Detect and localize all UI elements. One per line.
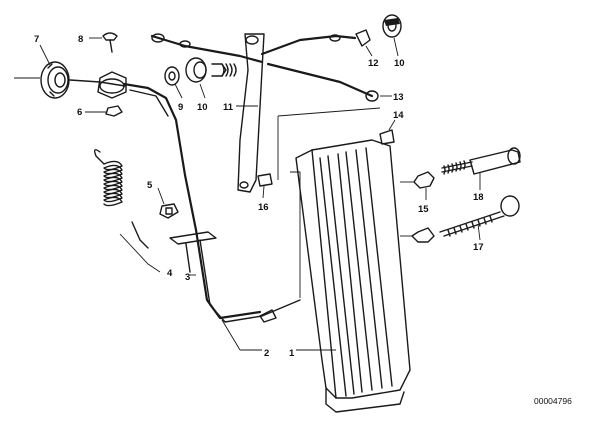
part-16-nut — [257, 173, 273, 199]
part-7-pulley — [14, 44, 70, 99]
part-4-spring — [93, 149, 161, 273]
part-17-screw — [400, 195, 520, 243]
upper-linkage-rods — [150, 33, 379, 102]
callout-14: 14 — [393, 110, 404, 121]
callout-10-middle: 10 — [197, 102, 208, 113]
part-6-nut — [85, 105, 123, 117]
callout-4: 4 — [167, 268, 173, 279]
callout-1: 1 — [289, 348, 295, 359]
callout-13: 13 — [393, 92, 404, 103]
callout-16: 16 — [258, 202, 269, 213]
callout-6: 6 — [77, 107, 82, 118]
part-14-clip — [379, 119, 396, 145]
callout-3: 3 — [185, 272, 190, 283]
callout-2: 2 — [264, 348, 269, 359]
callout-12: 12 — [368, 58, 379, 69]
part-1-pedal — [295, 139, 411, 413]
callout-10-right: 10 — [394, 58, 405, 69]
callout-8: 8 — [78, 34, 83, 45]
part-10-grommet-right — [382, 14, 402, 57]
part-18-stop — [441, 147, 521, 190]
callout-5: 5 — [147, 180, 153, 191]
callout-15: 15 — [418, 204, 429, 215]
callout-17: 17 — [473, 242, 484, 253]
part-8-clip — [89, 32, 118, 53]
callout-18: 18 — [473, 192, 484, 203]
callout-7: 7 — [34, 34, 39, 45]
part-11-lever — [236, 33, 265, 193]
part-12-clip — [355, 29, 373, 57]
part-15-nut — [400, 171, 435, 200]
part-9-washer — [164, 66, 183, 99]
part-5-nut — [157, 187, 179, 219]
part-10-grommet-middle — [185, 57, 237, 99]
callout-11: 11 — [223, 102, 234, 113]
callout-9: 9 — [178, 102, 183, 113]
diagram-reference-number: 00004796 — [534, 396, 572, 406]
part-3-bracket — [169, 231, 217, 276]
part-2-rod — [199, 239, 301, 351]
